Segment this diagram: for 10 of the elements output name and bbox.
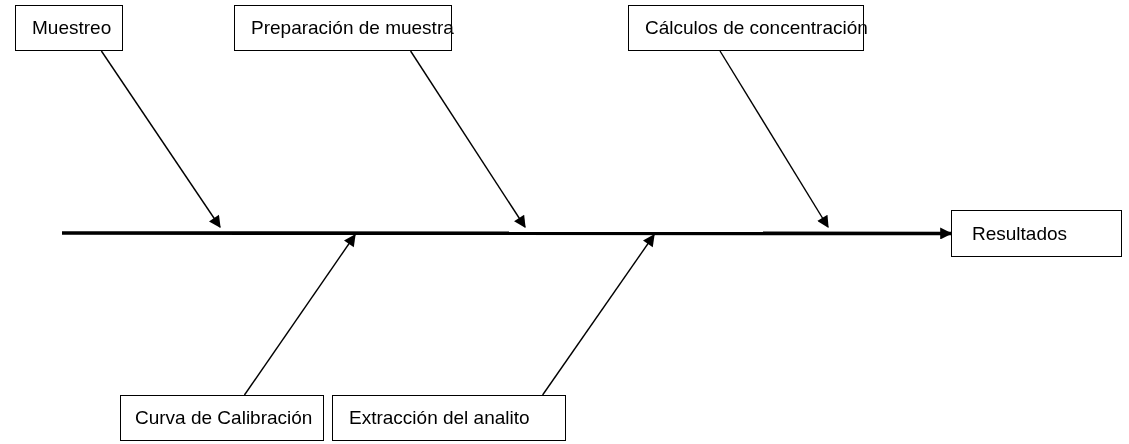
arrow [100,50,221,228]
cause-box: Resultados [951,210,1122,257]
cause-box: Muestreo [15,5,123,51]
arrow [62,227,953,240]
cause-box: Extracción del analito [332,395,566,441]
arrow [719,50,829,228]
arrow [541,234,655,396]
arrow [243,234,356,396]
arrow [409,50,526,228]
cause-box: Curva de Calibración [120,395,324,441]
